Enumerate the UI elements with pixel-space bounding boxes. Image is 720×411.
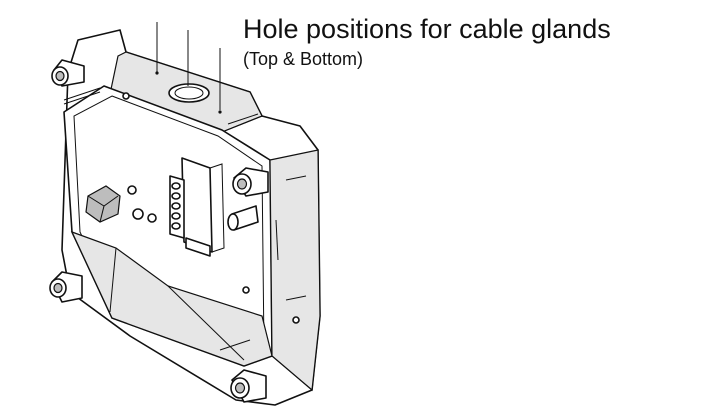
screw-set [122, 92, 300, 324]
hole-mark-right [218, 110, 222, 114]
hole-mark-left [155, 71, 159, 75]
mounting-boss-top-left [51, 59, 85, 87]
diagram-subtitle: (Top & Bottom) [243, 49, 364, 69]
enclosure-bottom-step [70, 230, 273, 367]
mounting-boss-bottom-right [230, 369, 267, 403]
mounting-boss-top-right [232, 167, 269, 197]
mounting-post [227, 205, 259, 231]
cable-clamp [85, 185, 121, 223]
diagram-title: Hole positions for cable glands [243, 14, 611, 44]
mounting-boss-bottom-left [49, 271, 83, 303]
terminal-block [169, 157, 225, 257]
enclosure-right-wall [269, 149, 321, 392]
